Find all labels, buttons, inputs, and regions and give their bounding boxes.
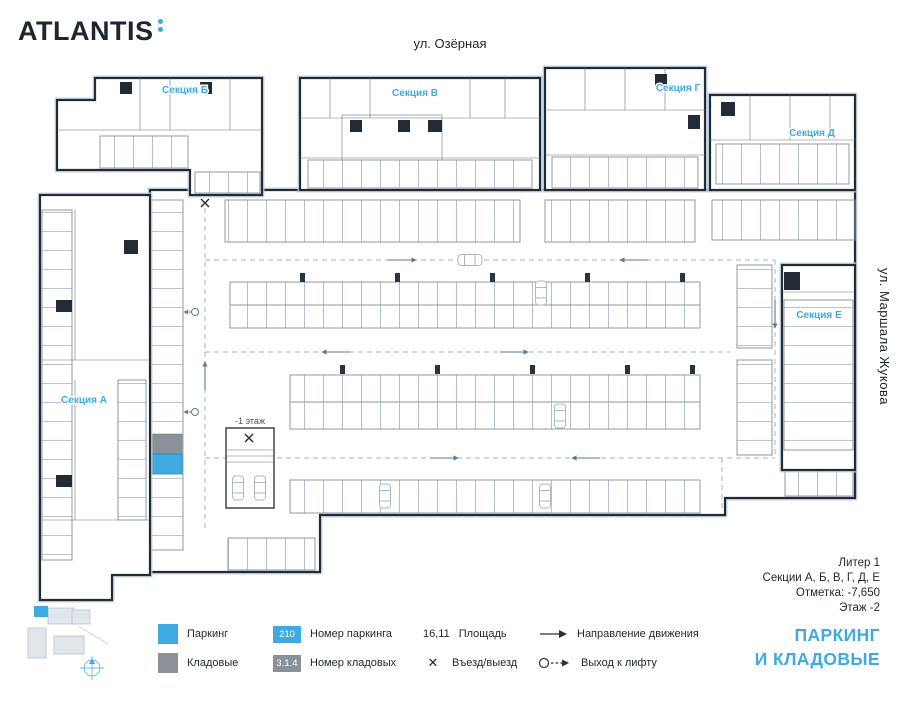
legend-column-direction: Направление движения Выход к лифту — [538, 624, 699, 682]
storage-rooms — [117, 379, 147, 521]
info-sections: Секции А, Б, В, Г, Д, Е — [762, 571, 880, 584]
section-g: Секция Г — [542, 65, 708, 193]
storage-rooms — [551, 156, 699, 189]
elevator-label: Выход к лифту — [581, 657, 657, 669]
legend-parking-number: 210 Номер паркинга — [273, 624, 396, 644]
elevator-exit-icon — [538, 657, 569, 669]
info-floor: Этаж -2 — [839, 601, 880, 614]
stall-row[interactable] — [289, 401, 701, 430]
legend-column-numbers: 210 Номер паркинга 3.1.4 Номер кладовых — [273, 624, 396, 682]
storage-rooms — [99, 135, 189, 169]
logo-dots-icon — [158, 19, 164, 32]
legend-parking: Паркинг — [158, 624, 238, 644]
storage-number-badge: 3.1.4 — [273, 654, 301, 672]
stall-row[interactable] — [224, 199, 521, 243]
site-minimap — [27, 606, 109, 680]
logo: ATLANTIS — [18, 16, 164, 47]
stall-row[interactable] — [289, 479, 701, 514]
car-icon — [232, 475, 244, 501]
minimap-current-building — [34, 606, 48, 617]
storage-legend-label: Кладовые — [187, 657, 239, 669]
section-e-label: Секция Е — [796, 310, 842, 321]
section-d-label: Секция Д — [789, 128, 835, 139]
driving-lanes — [202, 208, 778, 530]
section-b-label: Секция Б — [162, 85, 208, 96]
legend-column-area: 16,11 Площадь ✕ Въезд/выезд — [423, 624, 517, 682]
info-liter: Литер 1 — [838, 557, 881, 569]
stall-row[interactable] — [229, 281, 701, 306]
parking-legend-label: Паркинг — [187, 628, 229, 640]
entry-exit-icon: ✕ — [427, 655, 439, 670]
storage-number-label: Номер кладовых — [310, 657, 397, 669]
page-title: ПАРКИНГ И КЛАДОВЫЕ — [755, 624, 880, 671]
stall-column[interactable] — [736, 359, 773, 456]
parking-stalls — [149, 199, 856, 571]
compass-icon — [80, 656, 104, 680]
car-icon — [254, 475, 266, 501]
storage-rooms — [41, 209, 73, 561]
street-label-right: ул. Маршала Жукова — [877, 268, 892, 405]
direction-label: Направление движения — [577, 628, 699, 640]
stall-row[interactable] — [229, 304, 701, 329]
page-title-line1: ПАРКИНГ — [794, 625, 880, 645]
highlighted-parking-spot[interactable] — [150, 453, 183, 475]
ramp-floor-label: -1 этаж — [235, 416, 265, 426]
entry-exit-mark — [244, 433, 254, 443]
legend-entry: ✕ Въезд/выезд — [423, 653, 518, 673]
legend-elevator: Выход к лифту — [538, 653, 699, 673]
storage-cell-highlight[interactable] — [150, 433, 183, 455]
parking-number-label: Номер паркинга — [310, 628, 393, 640]
stall-row[interactable] — [544, 199, 696, 243]
entry-label: Въезд/выезд — [452, 657, 518, 669]
car-icon — [535, 280, 547, 306]
section-e: Секция Е — [779, 262, 858, 473]
stall-row[interactable] — [784, 469, 854, 497]
storage-swatch — [158, 653, 178, 673]
storage-column[interactable] — [149, 199, 184, 551]
section-g-label: Секция Г — [656, 83, 701, 94]
logo-text: ATLANTIS — [18, 16, 154, 46]
car-icon — [379, 483, 391, 509]
legend-area: 16,11 Площадь — [423, 624, 517, 644]
storage-rooms — [715, 143, 850, 185]
car-icon — [457, 254, 483, 266]
section-v: Секция В — [297, 75, 543, 193]
stall-column[interactable] — [736, 264, 773, 349]
car-icon — [554, 403, 566, 429]
section-d: Секция Д — [707, 92, 858, 193]
page-title-line2: И КЛАДОВЫЕ — [754, 648, 880, 669]
section-b: Секция Б — [54, 75, 265, 198]
legend-column-swatches: Паркинг Кладовые — [158, 624, 238, 682]
area-value: 16,11 — [423, 628, 450, 640]
floor-plan: -1 этаж Секция Б Секция В — [37, 65, 858, 603]
section-a: Секция А — [37, 192, 153, 603]
legend-storage: Кладовые — [158, 653, 238, 673]
plan-info: Литер 1 Секции А, Б, В, Г, Д, Е Отметка:… — [763, 556, 880, 616]
car-icon — [539, 483, 551, 509]
pillars — [300, 273, 695, 374]
stall-row[interactable] — [711, 199, 856, 241]
direction-arrow-icon — [540, 630, 567, 638]
parking-swatch — [158, 624, 178, 644]
storage-rooms — [307, 159, 533, 189]
stall-row[interactable] — [289, 374, 701, 403]
entry-exit-mark — [200, 198, 210, 208]
parking-number-badge: 210 — [273, 625, 301, 643]
section-a-label: Секция А — [61, 395, 107, 406]
legend-direction: Направление движения — [538, 624, 699, 644]
area-label: Площадь — [458, 628, 507, 640]
info-mark: Отметка: -7,650 — [795, 586, 880, 599]
elevator-exit-markers — [183, 308, 199, 416]
storage-rooms — [783, 299, 854, 451]
street-label-top: ул. Озёрная — [413, 36, 487, 51]
legend-storage-number: 3.1.4 Номер кладовых — [273, 653, 396, 673]
legend: Паркинг Кладовые 210 Номер паркинга 3.1.… — [158, 624, 778, 686]
stall-row[interactable] — [227, 537, 316, 571]
ramp-area: -1 этаж — [225, 415, 275, 509]
storage-rooms — [194, 171, 261, 194]
section-v-label: Секция В — [392, 88, 438, 99]
